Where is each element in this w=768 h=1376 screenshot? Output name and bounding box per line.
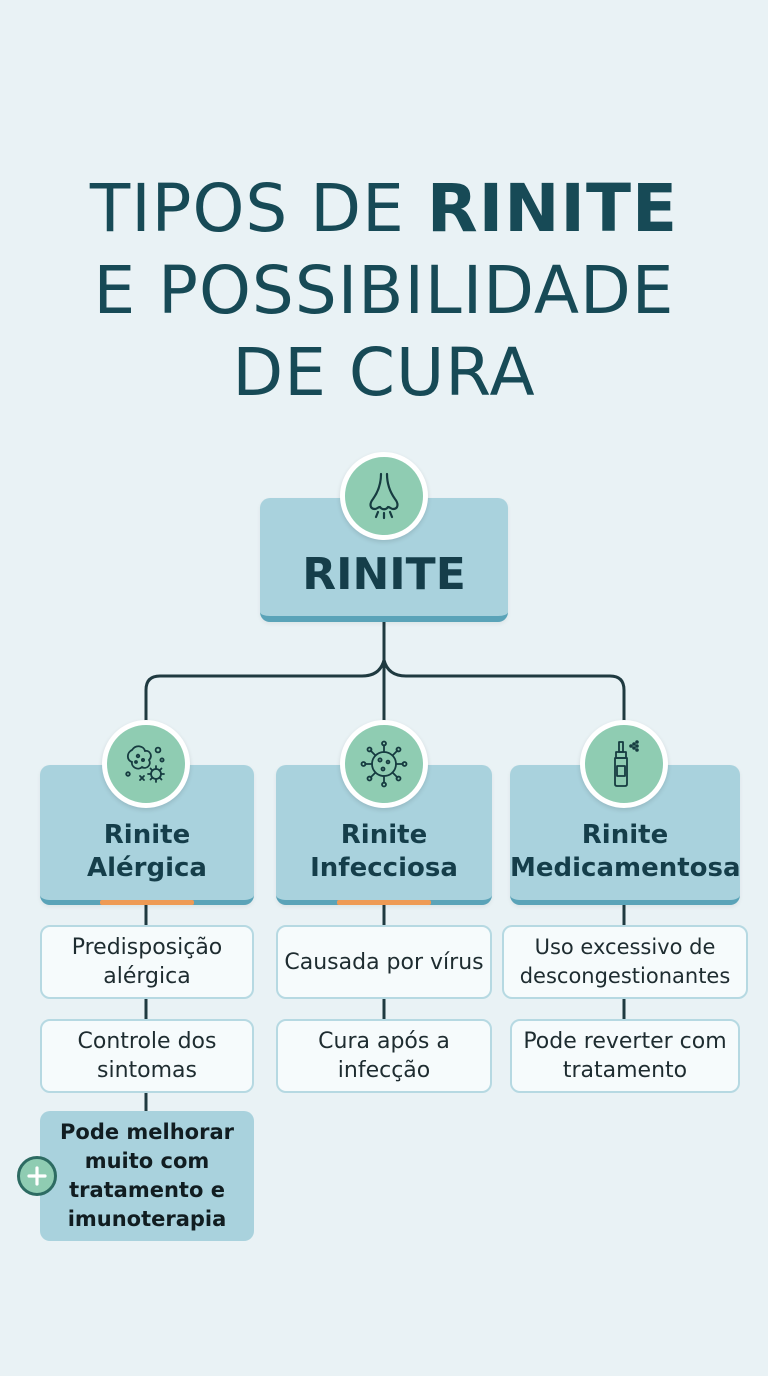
accent-bar [100, 900, 194, 905]
title-line-1: TIPOS DE RINITE [89, 170, 679, 247]
category-alergica-label: Rinite Alérgica [87, 820, 207, 883]
page-title: TIPOS DE RINITE E POSSIBILIDADE DE CURA [0, 168, 768, 414]
title-line-3: DE CURA [232, 334, 536, 411]
medicamentosa-item-1: Uso excessivo de descongestionantes [502, 925, 748, 999]
nose-icon [340, 452, 428, 540]
title-line-2: E POSSIBILIDADE [93, 252, 675, 329]
infecciosa-item-2: Cura após a infecção [276, 1019, 492, 1093]
accent-bar [337, 900, 431, 905]
virus-icon [340, 720, 428, 808]
root-label: RINITE [302, 549, 466, 600]
nasal-spray-icon [580, 720, 668, 808]
alergica-item-1: Predisposição alérgica [40, 925, 254, 999]
category-infecciosa: Rinite Infecciosa [276, 765, 492, 905]
allergen-particles-icon [102, 720, 190, 808]
medicamentosa-item-2: Pode reverter com tratamento [510, 1019, 740, 1093]
infecciosa-item-1: Causada por vírus [276, 925, 492, 999]
alergica-item-2: Controle dos sintomas [40, 1019, 254, 1093]
category-medicamentosa-label: Rinite Medicamentosa [510, 820, 741, 883]
alergica-highlight: Pode melhorar muito com tratamento e imu… [40, 1111, 254, 1241]
connector-to-alergica [144, 658, 386, 724]
connector-to-medicamentosa [382, 658, 626, 724]
plus-icon [17, 1156, 57, 1196]
category-infecciosa-label: Rinite Infecciosa [310, 820, 458, 883]
title-emphasis: RINITE [426, 170, 679, 247]
